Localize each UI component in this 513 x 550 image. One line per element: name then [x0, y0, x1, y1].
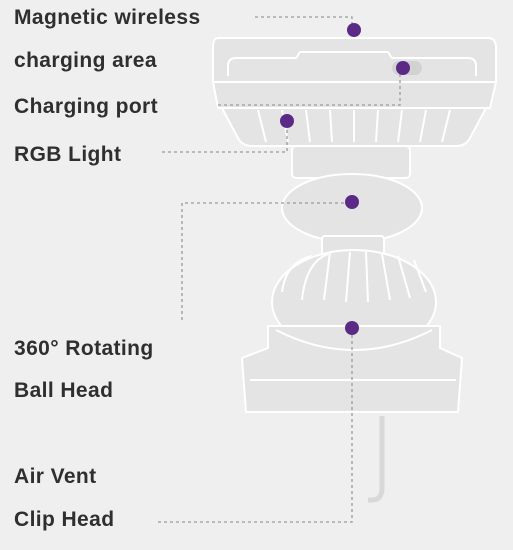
clip-hook	[368, 416, 385, 503]
leader-line-clip	[158, 330, 353, 523]
marker-ball	[345, 195, 359, 209]
charging-head-top	[212, 37, 497, 83]
label-ball-head: Ball Head	[14, 379, 114, 402]
label-air-vent: Air Vent	[14, 465, 97, 488]
marker-magnetic	[347, 23, 361, 37]
label-clip-head: Clip Head	[14, 508, 115, 531]
leader-line-port	[218, 72, 401, 106]
markers	[280, 23, 410, 335]
device-details	[227, 51, 477, 381]
marker-vent	[345, 321, 359, 335]
leader-line-magnetic	[255, 16, 353, 28]
label-rgb-light: RGB Light	[14, 143, 122, 166]
leader-line-ball	[181, 202, 350, 320]
label-magnetic-wireless: Magnetic wireless	[14, 6, 201, 29]
charging-head-band	[212, 81, 497, 109]
device-illustration	[212, 37, 497, 503]
label-charging-area: charging area	[14, 49, 157, 72]
marker-port	[396, 61, 410, 75]
label-360-rotating: 360° Rotating	[14, 337, 154, 360]
marker-rgb	[280, 114, 294, 128]
fan-base	[241, 325, 463, 413]
label-charging-port: Charging port	[14, 95, 159, 118]
